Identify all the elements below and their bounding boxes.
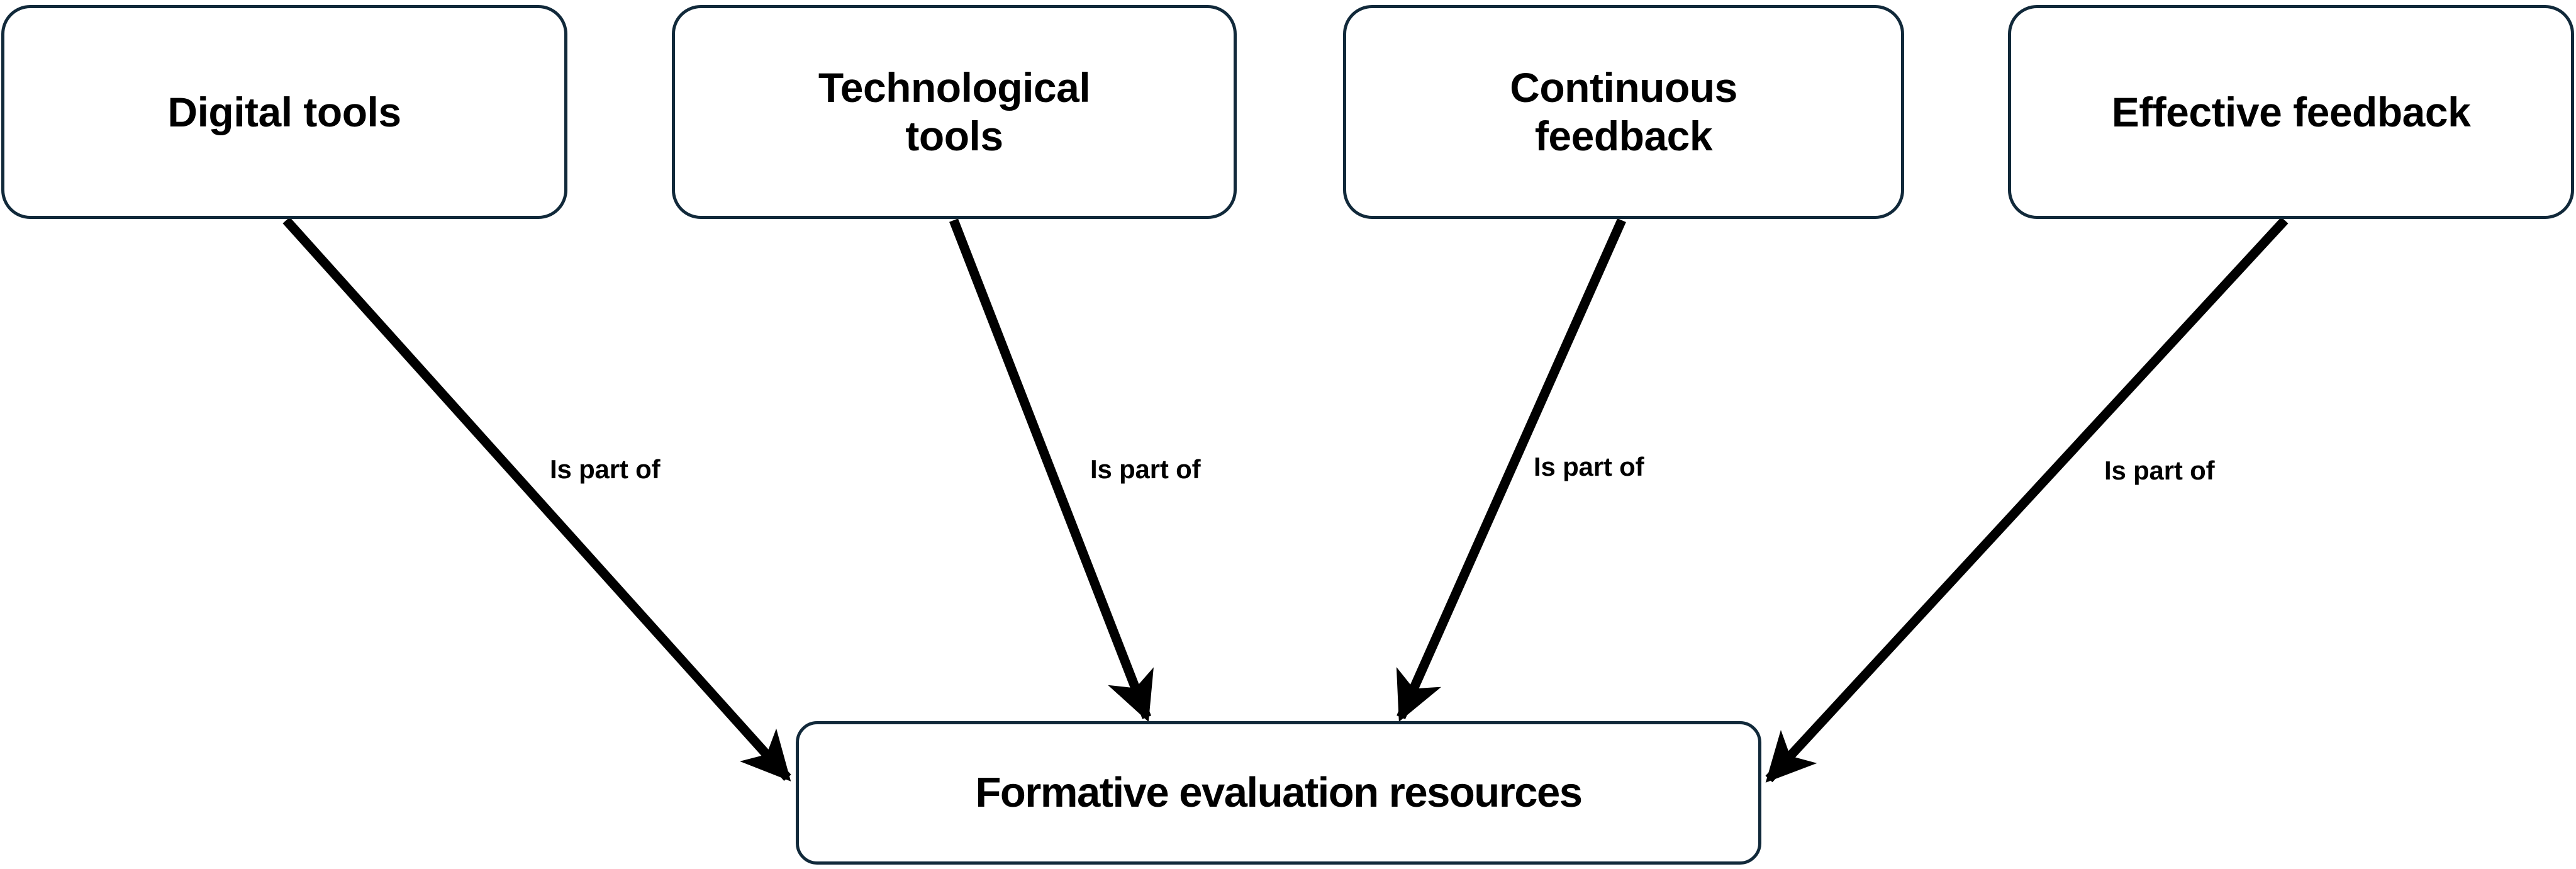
node-continuous-feedback-label: Continuous feedback [1510, 64, 1737, 159]
node-formative-evaluation-resources-label: Formative evaluation resources [975, 769, 1583, 817]
edge-digital-tools-to-formative [282, 216, 791, 782]
node-technological-tools[interactable]: Technological tools [672, 5, 1237, 219]
edge-continuous-feedback-to-formative [1396, 218, 1626, 722]
edge-effective-feedback-to-formative [1765, 216, 2289, 783]
edge-label-technological-tools: Is part of [1090, 454, 1201, 484]
edge-label-continuous-feedback: Is part of [1534, 452, 1644, 481]
edge-label-effective-feedback: Is part of [2104, 456, 2215, 485]
node-digital-tools[interactable]: Digital tools [1, 5, 567, 219]
node-digital-tools-label: Digital tools [167, 88, 401, 135]
edge-technological-tools-to-formative [949, 218, 1154, 722]
node-continuous-feedback[interactable]: Continuous feedback [1343, 5, 1904, 219]
node-formative-evaluation-resources[interactable]: Formative evaluation resources [796, 721, 1761, 865]
edge-label-digital-tools: Is part of [550, 454, 661, 484]
node-effective-feedback-label: Effective feedback [2111, 88, 2471, 135]
node-effective-feedback[interactable]: Effective feedback [2008, 5, 2574, 219]
node-technological-tools-label: Technological tools [818, 64, 1091, 159]
